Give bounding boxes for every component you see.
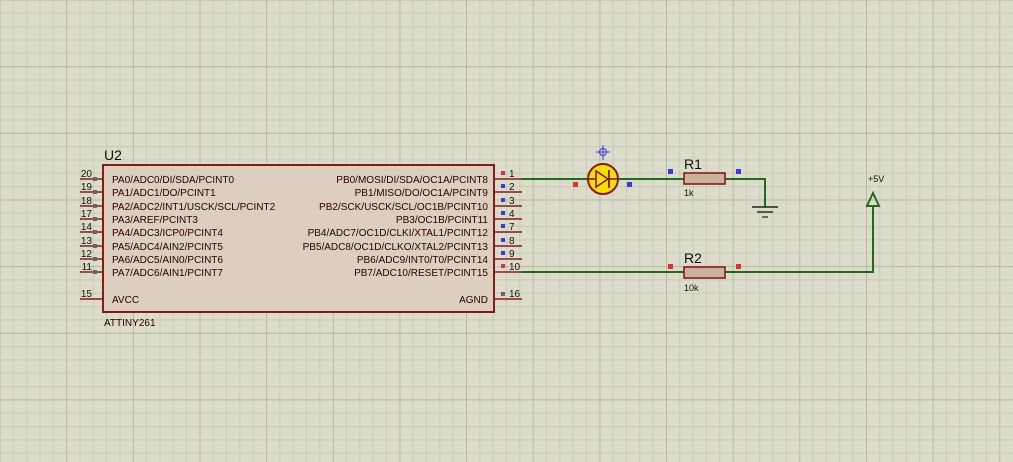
r1-body <box>683 172 726 185</box>
r2-pin-marker-left <box>668 264 673 269</box>
led-origin-marker <box>599 148 607 156</box>
led-component[interactable] <box>573 145 632 195</box>
u2-pin-label: PA1/ADC1/DO/PCINT1 <box>112 188 216 199</box>
u2-left-pin-stubs <box>80 178 103 300</box>
u2-pin-number: 18 <box>81 196 93 207</box>
u2-pin-label: AVCC <box>112 295 139 306</box>
u2-pin-label: PA7/ADC6/AIN1/PCINT7 <box>112 268 223 279</box>
u2-pin-number: 1 <box>509 169 515 180</box>
u2-pin-number: 14 <box>81 222 93 233</box>
u2-pin-label: PA0/ADC0/DI/SDA/PCINT0 <box>112 175 235 186</box>
u2-pin-label: PA3/AREF/PCINT3 <box>112 215 198 226</box>
u2-right-pin-markers <box>501 171 505 296</box>
r2-value-label: 10k <box>684 283 699 293</box>
u2-pin-number: 8 <box>509 236 515 247</box>
u2-pin-label: PA6/ADC5/AIN0/PCINT6 <box>112 255 223 266</box>
u2-pin-number: 17 <box>81 209 93 220</box>
u2-pin-label: PA5/ADC4/AIN2/PCINT5 <box>112 242 223 253</box>
u2-pin-number: 11 <box>82 262 93 273</box>
u2-pin-number: 7 <box>509 222 515 233</box>
u2-pin-number: 10 <box>509 262 521 273</box>
u2-pin-number: 15 <box>81 289 93 300</box>
u2-pin-number: 4 <box>509 209 515 220</box>
r1-reference-label: R1 <box>684 156 702 172</box>
r1-pin-marker-left <box>668 169 673 174</box>
u2-pin-label: PA4/ADC3/ICP0/PCINT4 <box>112 228 223 239</box>
r2-reference-label: R2 <box>684 250 702 266</box>
power-arrow-icon <box>865 190 881 207</box>
u2-pin-label: PB7/ADC10/RESET/PCINT15 <box>354 268 488 279</box>
r2-resistor-component[interactable]: R2 10k <box>668 250 741 293</box>
wire-r1-to-ground <box>725 178 766 207</box>
u2-pin-number: 20 <box>81 169 93 180</box>
u2-pin-number: 9 <box>509 249 515 260</box>
u2-pin-number: 2 <box>509 182 515 193</box>
u2-pin-label: PB1/MISO/DO/OC1A/PCINT9 <box>355 188 489 199</box>
power-label: +5V <box>868 174 884 184</box>
u2-pin-number: 19 <box>81 182 93 193</box>
u2-pin-number: 12 <box>81 249 93 260</box>
power-5v-terminal[interactable]: +5V <box>865 174 884 207</box>
u2-pin-label: PA2/ADC2/INT1/USCK/SCL/PCINT2 <box>112 202 276 213</box>
u2-part-name-label: ATTINY261 <box>104 318 156 329</box>
u2-pin-label: PB0/MOSI/DI/SDA/OC1A/PCINT8 <box>336 175 488 186</box>
u2-chip-body <box>102 164 495 313</box>
r1-resistor-component[interactable]: R1 1k <box>668 156 741 198</box>
u2-pin-number: 13 <box>81 236 93 247</box>
r2-body <box>683 266 726 279</box>
circuit-wires <box>522 178 874 273</box>
u2-pin-label: PB6/ADC9/INT0/T0/PCINT14 <box>357 255 489 266</box>
ground-symbol[interactable] <box>752 206 778 218</box>
u2-attiny261-component[interactable]: U2 ATTINY261 20 19 18 17 <box>80 147 522 329</box>
r1-value-label: 1k <box>684 188 694 198</box>
u2-pin-label: PB3/OC1B/PCINT11 <box>396 215 489 226</box>
r2-pin-marker-right <box>736 264 741 269</box>
u2-right-pin-stubs <box>494 178 522 300</box>
u2-pin-number: 3 <box>509 196 515 207</box>
u2-pin-label: PB2/SCK/USCK/SCL/OC1B/PCINT10 <box>319 202 488 213</box>
u2-pin-label: PB5/ADC8/OC1D/CLKO/XTAL2/PCINT13 <box>303 242 489 253</box>
wire-r2-to-5v <box>725 206 874 273</box>
u2-pin-label: PB4/ADC7/OC1D/CLKI/XTAL1/PCINT12 <box>308 228 489 239</box>
led-pin-marker-anode <box>573 182 578 187</box>
u2-reference-label: U2 <box>104 147 122 163</box>
u2-left-pin-markers <box>93 177 97 274</box>
u2-pin-number: 16 <box>509 289 521 300</box>
led-pin-marker-cathode <box>627 182 632 187</box>
u2-pin-label: AGND <box>459 295 488 306</box>
r1-pin-marker-right <box>736 169 741 174</box>
